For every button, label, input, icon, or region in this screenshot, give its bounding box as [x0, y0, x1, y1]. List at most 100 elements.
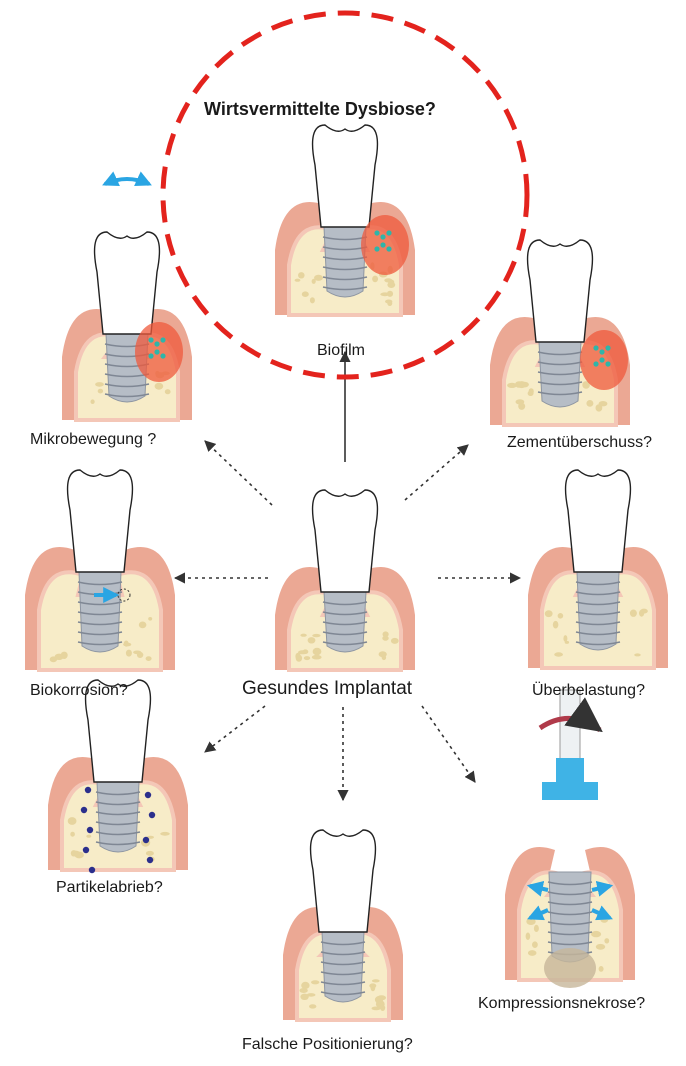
- bone-spot: [372, 1007, 381, 1011]
- handpiece-shaft: [560, 690, 580, 760]
- bone-spot: [98, 389, 103, 394]
- bone-spot: [553, 621, 559, 629]
- bone-spot: [75, 852, 84, 859]
- bone-spot: [516, 399, 525, 404]
- bone-spot: [630, 610, 637, 617]
- bone-spot: [310, 297, 315, 303]
- bone-spot: [558, 613, 564, 619]
- implant-body: [324, 227, 366, 297]
- bone-spot: [639, 610, 644, 617]
- bone-spot: [526, 933, 531, 940]
- bone-spot: [68, 817, 77, 825]
- bone-spot: [382, 636, 388, 641]
- crown: [95, 232, 160, 334]
- bone-spot: [50, 656, 57, 662]
- bone-spot: [372, 276, 378, 283]
- crown: [313, 490, 378, 592]
- bone-spot: [304, 656, 310, 660]
- bone-spot: [146, 656, 152, 661]
- bacteria-dot: [593, 361, 598, 366]
- bacteria-dot: [593, 345, 598, 350]
- panel-mikrobewegung: [62, 179, 192, 420]
- motion-arrow-icon: [105, 179, 149, 184]
- implant-body: [322, 932, 364, 1002]
- bone-spot: [301, 982, 309, 989]
- particle-dot: [149, 812, 155, 818]
- bone-spot: [302, 291, 309, 297]
- bone-spot: [528, 950, 537, 956]
- bone-spot: [371, 984, 376, 991]
- bacteria-dot: [148, 337, 153, 342]
- bacteria-dot: [160, 353, 165, 358]
- crown: [528, 240, 593, 342]
- bone-spot: [295, 279, 301, 282]
- bone-spot: [563, 635, 567, 642]
- particle-dot: [143, 837, 149, 843]
- particle-dot: [85, 787, 91, 793]
- panel-falsche-positionierung: [283, 830, 403, 1020]
- bone-spot: [70, 832, 75, 837]
- highlight-label: Wirtsvermittelte Dysbiose?: [204, 100, 436, 118]
- bone-spot: [137, 652, 143, 658]
- bacteria-dot: [374, 230, 379, 235]
- bone-spot: [387, 282, 395, 288]
- bacteria-dot: [605, 361, 610, 366]
- handpiece-driver: [556, 758, 584, 784]
- bone-spot: [380, 292, 389, 296]
- bacteria-dot: [154, 349, 159, 354]
- label-biofilm: Biofilm: [317, 343, 365, 359]
- bone-spot: [155, 383, 164, 390]
- bone-spot: [300, 634, 306, 637]
- bone-spot: [596, 944, 605, 950]
- panel-kompressionsnekrose: [505, 690, 635, 988]
- bacteria-dot: [605, 345, 610, 350]
- bone-spot: [545, 610, 553, 617]
- bacteria-dot: [148, 353, 153, 358]
- bone-spot: [148, 617, 152, 621]
- particle-dot: [145, 792, 151, 798]
- bone-spot: [518, 381, 526, 388]
- bone-spot: [61, 652, 68, 659]
- crown: [311, 830, 376, 932]
- bone-spot: [91, 399, 95, 404]
- arrow-to-partikelabrieb: [205, 706, 265, 752]
- particle-dot: [83, 847, 89, 853]
- bacteria-dot: [160, 337, 165, 342]
- bone-spot: [591, 931, 601, 937]
- bone-spot: [379, 651, 387, 657]
- bone-spot: [599, 966, 604, 972]
- bone-spot: [298, 650, 307, 654]
- bone-spot: [311, 980, 319, 984]
- bone-spot: [554, 652, 563, 656]
- center-label: Gesundes Implantat: [242, 679, 412, 698]
- bone-spot: [532, 941, 538, 948]
- bone-spot: [599, 401, 608, 406]
- label-biokorrosion: Biokorrosion?: [30, 683, 128, 699]
- necrosis-area: [544, 948, 596, 988]
- panel-ueberbelastung: [528, 470, 668, 668]
- bone-spot: [95, 382, 104, 387]
- panel-healthy: [275, 490, 415, 670]
- bacteria-dot: [386, 230, 391, 235]
- bacteria-dot: [374, 246, 379, 251]
- bone-spot: [126, 650, 132, 657]
- label-kompressionsnekrose: Kompressionsnekrose?: [478, 996, 645, 1012]
- bacteria-dot: [599, 357, 604, 362]
- bone-spot: [123, 643, 131, 647]
- bone-spot: [139, 622, 147, 629]
- panel-partikelabrieb: [48, 680, 188, 873]
- bone-spot: [534, 925, 539, 932]
- bone-spot: [586, 400, 593, 407]
- label-falsche-positionierung: Falsche Positionierung?: [242, 1037, 413, 1053]
- bone-spot: [313, 648, 322, 656]
- bone-spot: [372, 979, 380, 982]
- bacteria-dot: [599, 349, 604, 354]
- crown: [313, 125, 378, 227]
- bone-spot: [391, 638, 399, 644]
- crown: [566, 470, 631, 572]
- bacteria-dot: [380, 234, 385, 239]
- arrow-to-kompressionsnekrose: [422, 706, 475, 782]
- bone-spot: [298, 272, 305, 278]
